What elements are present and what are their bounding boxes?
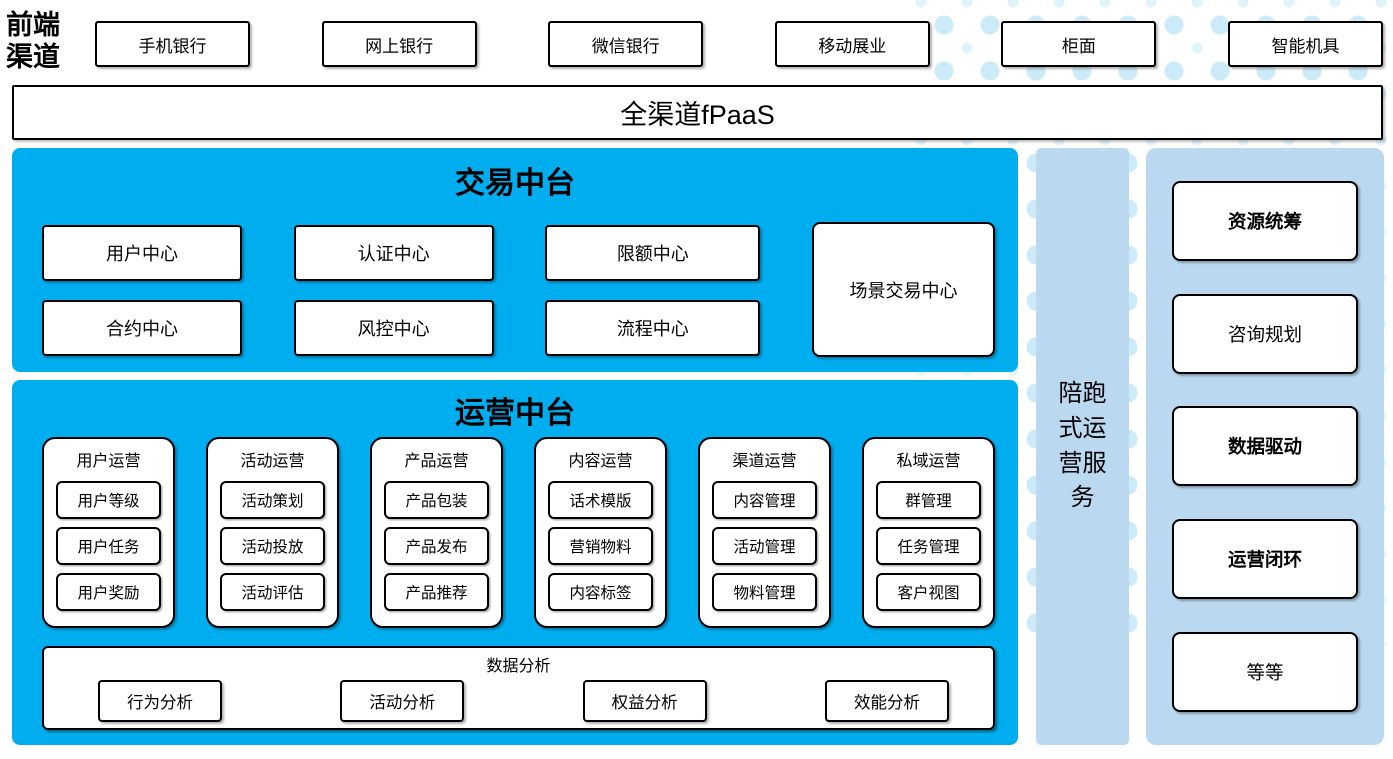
operation-item-box: 物料管理 [712, 573, 817, 611]
transaction-platform-title: 交易中台 [455, 167, 575, 200]
center-box: 合约中心 [42, 300, 242, 356]
service-item-box: 数据驱动 [1172, 406, 1358, 487]
center-box: 认证中心 [293, 225, 494, 281]
operation-item-box: 话术模版 [548, 481, 653, 519]
operation-item-box: 产品推荐 [384, 573, 489, 611]
operation-column-title: 渠道运营 [732, 453, 797, 470]
operation-item-box: 产品发布 [384, 527, 489, 565]
center-box: 用户中心 [42, 225, 242, 281]
scenario-transaction-center-box: 场景交易中心 [811, 222, 995, 357]
operation-item-box: 内容管理 [712, 481, 817, 519]
data-analysis-row: 行为分析 活动分析 权益分析 效能分析 [98, 679, 949, 722]
center-box: 限额中心 [545, 225, 761, 281]
channel-row: 手机银行 网上银行 微信银行 移动展业 柜面 智能机具 [95, 21, 1383, 67]
operation-item-box: 任务管理 [876, 527, 981, 565]
operation-platform-panel: 运营中台 用户运营用户等级用户任务用户奖励活动运营活动策划活动投放活动评估产品运… [12, 380, 1018, 745]
operation-item-box: 用户等级 [56, 481, 161, 519]
operation-platform-title: 运营中台 [455, 397, 575, 430]
operation-item-box: 群管理 [876, 481, 981, 519]
center-box: 流程中心 [545, 300, 761, 356]
operation-column-5: 渠道运营内容管理活动管理物料管理 [698, 437, 831, 628]
operation-item-box: 内容标签 [548, 573, 653, 611]
operation-column-6: 私域运营群管理任务管理客户视图 [862, 437, 995, 628]
front-channel-label: 前端渠道 [6, 10, 60, 72]
analysis-box: 活动分析 [340, 679, 465, 722]
operation-column-1: 用户运营用户等级用户任务用户奖励 [42, 437, 175, 628]
operation-column-title: 产品运营 [404, 453, 469, 470]
operation-item-box: 活动策划 [220, 481, 325, 519]
service-item-box: 咨询规划 [1172, 293, 1358, 374]
transaction-centers-grid: 用户中心合约中心认证中心风控中心限额中心流程中心场景交易中心 [42, 222, 995, 357]
accompanying-service-strip: 陪跑式运营服务 [1036, 148, 1129, 745]
channel-box-1: 手机银行 [95, 21, 250, 67]
omni-channel-fpaas-bar: 全渠道fPaaS [12, 85, 1383, 140]
operation-item-box: 活动投放 [220, 527, 325, 565]
operation-item-box: 产品包装 [384, 481, 489, 519]
channel-box-5: 柜面 [1001, 21, 1157, 67]
analysis-box: 权益分析 [582, 679, 707, 722]
operation-item-box: 用户任务 [56, 527, 161, 565]
operation-column-title: 内容运营 [568, 453, 633, 470]
service-item-box: 资源统筹 [1172, 180, 1358, 261]
operation-column-4: 内容运营话术模版营销物料内容标签 [534, 437, 667, 628]
transaction-center-column-1: 用户中心合约中心 [42, 225, 242, 356]
channel-box-6: 智能机具 [1227, 21, 1383, 67]
transaction-platform-panel: 交易中台 用户中心合约中心认证中心风控中心限额中心流程中心场景交易中心 [12, 148, 1018, 372]
operation-item-box: 活动评估 [220, 573, 325, 611]
operation-item-box: 用户奖励 [56, 573, 161, 611]
operation-item-box: 营销物料 [548, 527, 653, 565]
service-item-box: 运营闭环 [1172, 519, 1358, 600]
channel-box-2: 网上银行 [321, 21, 477, 67]
data-analysis-title: 数据分析 [486, 658, 551, 675]
operation-column-title: 活动运营 [240, 453, 305, 470]
channel-box-4: 移动展业 [774, 21, 930, 67]
channel-box-3: 微信银行 [548, 21, 704, 67]
operation-item-box: 客户视图 [876, 573, 981, 611]
analysis-box: 效能分析 [824, 679, 949, 722]
operation-column-3: 产品运营产品包装产品发布产品推荐 [370, 437, 503, 628]
service-item-box: 等等 [1172, 632, 1358, 713]
operation-column-title: 用户运营 [76, 453, 141, 470]
analysis-box: 行为分析 [98, 679, 222, 722]
service-items-panel: 资源统筹咨询规划数据驱动运营闭环等等 [1146, 148, 1384, 745]
operation-item-box: 活动管理 [712, 527, 817, 565]
transaction-center-column-2: 认证中心风控中心 [293, 225, 494, 356]
operation-column-2: 活动运营活动策划活动投放活动评估 [206, 437, 339, 628]
operation-column-title: 私域运营 [896, 453, 961, 470]
transaction-center-column-3: 限额中心流程中心 [545, 225, 761, 356]
center-box: 风控中心 [293, 300, 494, 356]
data-analysis-container: 数据分析 行为分析 活动分析 权益分析 效能分析 [42, 646, 995, 730]
operation-columns: 用户运营用户等级用户任务用户奖励活动运营活动策划活动投放活动评估产品运营产品包装… [42, 437, 995, 628]
accompanying-service-label: 陪跑式运营服务 [1058, 379, 1107, 512]
